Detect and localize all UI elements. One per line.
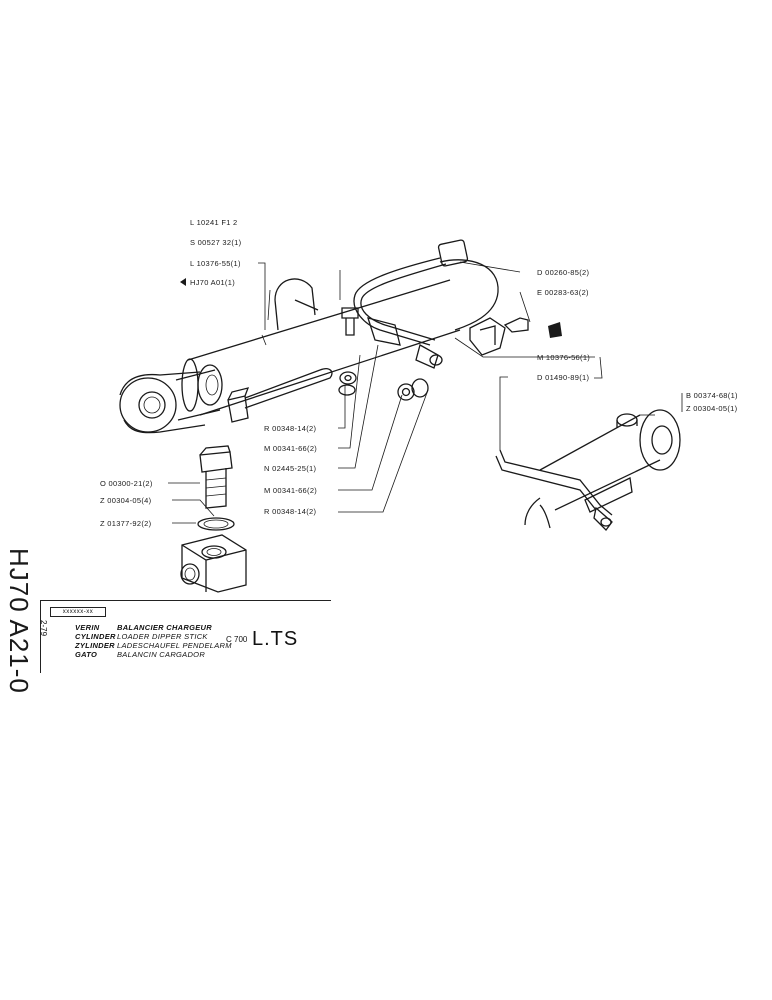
callout-m-10376: M 10376-56(1) <box>537 353 590 362</box>
callout-l-10376: L 10376-55(1) <box>190 259 241 268</box>
callout-o-00300: O 00300-21(2) <box>100 479 153 488</box>
right-cylinder <box>495 409 681 531</box>
arrow-icon <box>180 278 186 286</box>
callout-b-00374: B 00374-68(1) <box>686 391 738 400</box>
side-reference-text: HJ70 A21-0 <box>4 548 34 694</box>
callout-z-01377: Z 01377-92(2) <box>100 519 152 528</box>
callout-e-00283: E 00283-63(2) <box>537 288 589 297</box>
callout-n-02445: N 02445-25(1) <box>264 464 316 473</box>
title-text-2: LOADER DIPPER STICK <box>117 632 208 641</box>
side-reference: HJ70 A21-0 <box>4 548 34 694</box>
section-code: L.TS <box>252 628 299 650</box>
clip-and-bolt <box>469 317 562 356</box>
title-lang-2: CYLINDER <box>75 632 116 641</box>
title-text-4: BALANCIN CARGADOR <box>117 650 206 659</box>
title-lang-3: ZYLINDER <box>75 641 115 650</box>
main-cylinder <box>119 239 499 434</box>
title-text-3: LADESCHAUFEL PENDELARM <box>117 641 232 650</box>
leader-lines <box>168 261 683 524</box>
callout-top-cut: L 10241 F1 2 <box>190 218 238 227</box>
bolt-assembly <box>180 445 247 593</box>
callout-m-00341-b: M 00341-66(2) <box>264 486 317 495</box>
callout-r-00348-b: R 00348-14(2) <box>264 507 316 516</box>
callout-labels: L 10241 F1 2 S 00527 32(1) L 10376-55(1)… <box>100 218 738 528</box>
title-block <box>40 600 331 673</box>
callout-d-01490: D 01490-89(1) <box>537 373 589 382</box>
title-lang-1: VERIN <box>75 623 100 632</box>
callout-d-00260: D 00260-85(2) <box>537 268 589 277</box>
callout-hj70-a01: HJ70 A01(1) <box>190 278 235 287</box>
title-text-1: BALANCIER CHARGEUR <box>117 623 212 632</box>
callout-r-00348-a: R 00348-14(2) <box>264 424 316 433</box>
title-stamp: xxxxxx-xx <box>50 607 106 617</box>
callout-m-00341-a: M 00341-66(2) <box>264 444 317 453</box>
callout-z-00304-l: Z 00304-05(4) <box>100 496 152 505</box>
callout-z-00304-r: Z 00304-05(1) <box>686 404 738 413</box>
callout-s-00527: S 00527 32(1) <box>190 238 242 247</box>
title-date: 2-79 <box>39 620 48 637</box>
title-lang-4: GATO <box>75 650 98 659</box>
model-number: C 700 <box>226 635 248 644</box>
